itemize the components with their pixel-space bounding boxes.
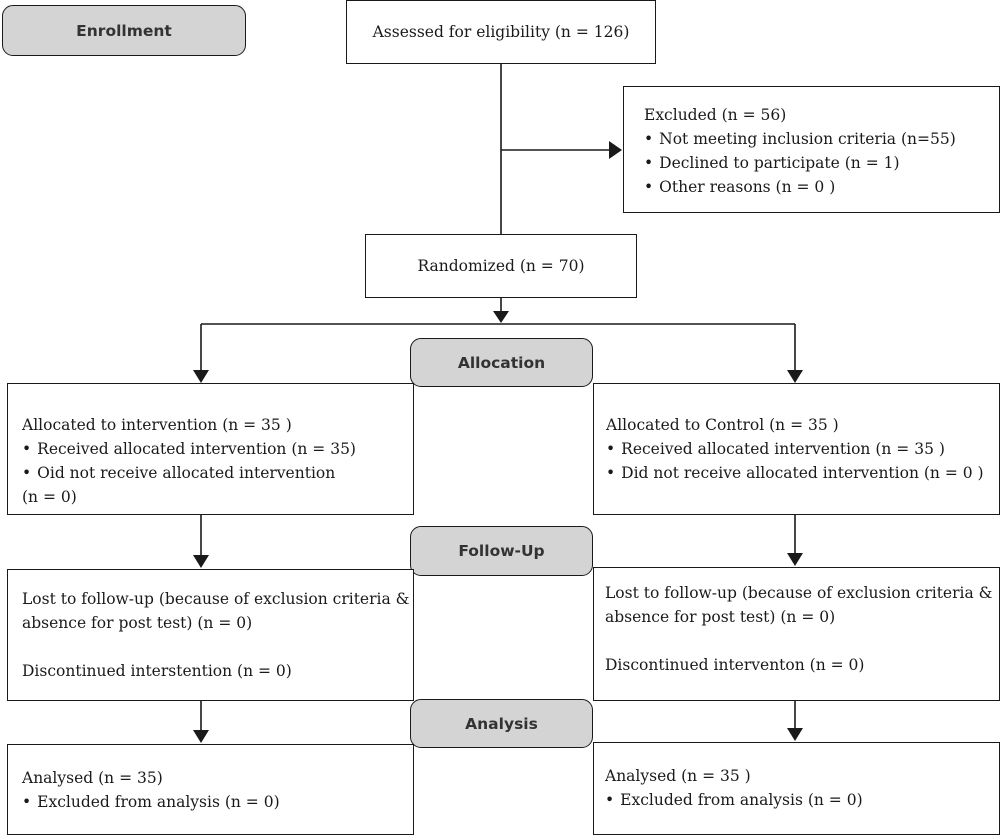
follow-up-control-spacer <box>605 629 999 653</box>
follow-up-intervention-box: Lost to follow-up (because of exclusion … <box>7 569 414 701</box>
allocation-intervention-box: Allocated to intervention (n = 35 ) Rece… <box>7 383 414 515</box>
assessed-box: Assessed for eligibility (n = 126) <box>346 0 656 64</box>
connector-right-followup-arrowhead <box>787 553 803 566</box>
allocation-intervention-title: Allocated to intervention (n = 35 ) <box>22 416 292 434</box>
follow-up-intervention-lost-line2: absence for post test) (n = 0) <box>22 614 253 632</box>
allocation-intervention-item: Oid not receive allocated intervention <box>22 461 413 485</box>
excluded-item: Declined to participate (n = 1) <box>644 151 999 175</box>
excluded-item: Other reasons (n = 0 ) <box>644 175 999 199</box>
follow-up-intervention-discontinued: Discontinued interstention (n = 0) <box>22 662 292 680</box>
analysis-control-title: Analysed (n = 35 ) <box>605 767 751 785</box>
follow-up-control-lost-line1: Lost to follow-up (because of exclusion … <box>605 584 993 602</box>
connector-randomized-arrowhead <box>493 311 509 323</box>
follow-up-control-lost-line2: absence for post test) (n = 0) <box>605 608 836 626</box>
randomized-box: Randomized (n = 70) <box>365 234 637 298</box>
allocation-control-item: Did not receive allocated intervention (… <box>606 461 999 485</box>
assessed-text: Assessed for eligibility (n = 126) <box>372 23 630 41</box>
allocation-control-box: Allocated to Control (n = 35 ) Received … <box>593 383 1000 515</box>
connector-split-right-arrowhead <box>787 370 803 383</box>
stage-allocation: Allocation <box>410 338 593 387</box>
analysis-intervention-item: Excluded from analysis (n = 0) <box>22 790 413 814</box>
follow-up-intervention-lost-line1: Lost to follow-up (because of exclusion … <box>22 590 410 608</box>
excluded-box: Excluded (n = 56) Not meeting inclusion … <box>623 86 1000 213</box>
excluded-title: Excluded (n = 56) <box>644 106 787 124</box>
stage-analysis-label: Analysis <box>465 714 538 733</box>
analysis-control-box: Analysed (n = 35 ) Excluded from analysi… <box>593 742 1000 835</box>
stage-analysis: Analysis <box>410 699 593 748</box>
analysis-intervention-box: Analysed (n = 35) Excluded from analysis… <box>7 744 414 835</box>
stage-follow-up-label: Follow-Up <box>458 542 545 560</box>
connector-split-left-arrowhead <box>193 370 209 383</box>
randomized-text: Randomized (n = 70) <box>417 257 585 275</box>
analysis-control-item: Excluded from analysis (n = 0) <box>605 788 999 812</box>
connector-excluded-arrowhead <box>609 141 622 159</box>
connector-left-analysis-arrowhead <box>193 730 209 743</box>
follow-up-intervention-spacer <box>22 635 413 659</box>
allocation-intervention-note: (n = 0) <box>22 488 77 506</box>
allocation-intervention-item: Received allocated intervention (n = 35) <box>22 437 413 461</box>
analysis-intervention-title: Analysed (n = 35) <box>22 769 163 787</box>
stage-enrollment: Enrollment <box>2 5 246 56</box>
stage-allocation-label: Allocation <box>457 353 546 372</box>
allocation-control-title: Allocated to Control (n = 35 ) <box>606 416 839 434</box>
stage-enrollment-label: Enrollment <box>76 21 172 40</box>
connector-left-followup-arrowhead <box>193 555 209 568</box>
follow-up-control-discontinued: Discontinued interventon (n = 0) <box>605 656 865 674</box>
stage-follow-up: Follow-Up <box>410 526 593 576</box>
allocation-control-item: Received allocated intervention (n = 35 … <box>606 437 999 461</box>
follow-up-control-box: Lost to follow-up (because of exclusion … <box>593 567 1000 701</box>
excluded-item: Not meeting inclusion criteria (n=55) <box>644 127 999 151</box>
connector-right-analysis-arrowhead <box>787 728 803 741</box>
